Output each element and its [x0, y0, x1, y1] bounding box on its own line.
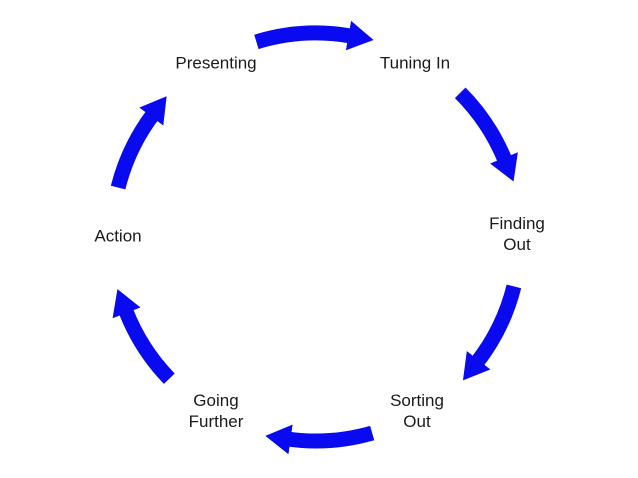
- arrow-sorting-out-to-going-further: [265, 424, 375, 455]
- stage-label-line: Sorting: [390, 391, 444, 410]
- arrow-going-further-to-action: [112, 289, 175, 384]
- stage-label-line: Going: [193, 391, 239, 410]
- stage-label-presenting: Presenting: [175, 53, 256, 74]
- stage-label-sorting-out: Sorting Out: [390, 390, 444, 432]
- stage-label-action: Action: [94, 226, 141, 247]
- arrow-action-to-presenting: [110, 96, 167, 190]
- stage-label-line: Action: [94, 226, 142, 246]
- arrow-finding-out-to-sorting-out: [462, 284, 522, 381]
- stage-label-tuning-in: Tuning In: [380, 53, 450, 74]
- stage-label-line: Further: [188, 412, 244, 431]
- stage-label-line: Presenting: [175, 53, 257, 73]
- stage-label-going-further: Going Further: [189, 390, 244, 432]
- stage-label-line: Out: [403, 412, 431, 431]
- stage-label-line: Tuning In: [379, 53, 451, 73]
- arrow-tuning-in-to-finding-out: [454, 87, 518, 182]
- stage-label-line: Out: [503, 235, 531, 254]
- stage-label-finding-out: Finding Out: [489, 213, 545, 255]
- stage-label-line: Finding: [489, 214, 545, 233]
- arrow-presenting-to-tuning-in: [254, 20, 374, 51]
